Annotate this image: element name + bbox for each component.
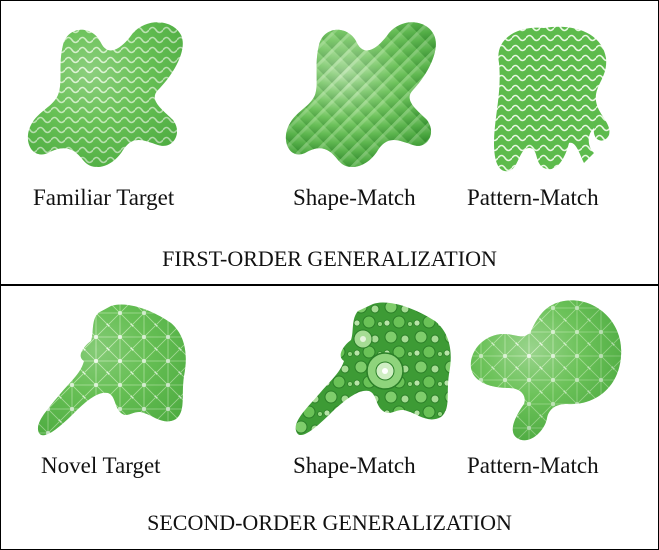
shape-match-label-second: Shape-Match <box>293 453 416 478</box>
second-order-caption: SECOND-ORDER GENERALIZATION <box>147 510 512 535</box>
familiar-target-shape <box>27 22 183 168</box>
pattern-match-shape-first <box>494 26 610 172</box>
novel-target-label: Novel Target <box>41 453 161 478</box>
panel-divider <box>1 284 658 286</box>
shape-match-shape-first <box>285 22 436 168</box>
novel-target-shape <box>37 304 186 436</box>
pattern-match-label-second: Pattern-Match <box>467 453 599 478</box>
pattern-match-shape-second <box>470 300 622 441</box>
pattern-match-label-first: Pattern-Match <box>467 185 599 210</box>
familiar-target-label: Familiar Target <box>33 185 175 210</box>
shape-match-shape-second <box>295 302 451 436</box>
first-order-caption: FIRST-ORDER GENERALIZATION <box>162 246 497 271</box>
shape-match-label-first: Shape-Match <box>293 185 416 210</box>
